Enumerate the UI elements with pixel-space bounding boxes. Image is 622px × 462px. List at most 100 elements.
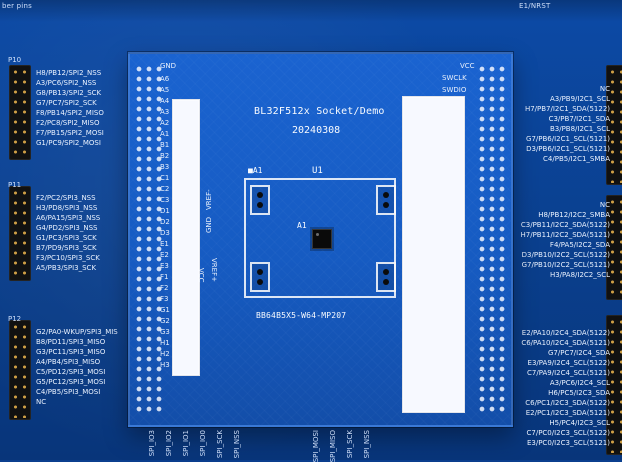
right-pin-list-g1: NC A3/PB9/I2C1_SCL H7/PB7/I2C1_SDA(5122)… [470,84,610,164]
board-pin-designator: H1 [160,339,170,347]
board-pin-designator: F1 [160,273,169,281]
board-pin-designator: H3 [160,361,170,369]
left-pin-label: H3/PD8/SPI3_NSS [36,204,98,212]
gnd-vertical-label: GND [205,216,213,233]
right-pin-label: C7/PC0/I2C3_SCL(5122) [526,429,611,437]
left-pin-label: A5/PB3/SPI3_SCK [36,264,97,272]
vcc-vertical-label: VCC [197,268,205,283]
board-pin-designator: A2 [160,119,170,127]
right-white-rail [402,96,465,413]
right-pin-label: B3/PB8/I2C1_SCL [549,125,610,133]
board-title: BL32F512x Socket/Demo [254,106,385,117]
right-pin-label: H7/PB7/I2C1_SDA(5122) [524,105,610,113]
bottom-signal-label: SPI_MISO [329,430,337,462]
left-pin-list-p12: G2/PA0-WKUP/SPI3_MIS B8/PD11/SPI3_MISO G… [36,327,156,407]
left-pin-label: A4/PB4/SPI3_MISO [36,358,101,366]
board-pin-designator: B3 [160,163,170,171]
top-left-label: ber pins [2,2,32,10]
board-pin-designator: E2 [160,251,169,259]
left-pin-label: B7/PD9/SPI3_SCK [36,244,97,252]
left-pin-label: F2/PC8/SPI2_MISO [36,119,100,127]
right-pin-list-g2: NC H8/PB12/I2C2_SMBA C3/PB11/I2C2_SDA(51… [470,200,611,280]
board-pin-designator: B1 [160,141,170,149]
right-pin-label: C3/PB11/I2C2_SDA(5122) [520,221,610,229]
left-pin-list-p10: H8/PB12/SPI2_NSS A3/PC6/SPI2_NSS G8/PB13… [36,68,156,148]
board-pin-designator: A1 [160,130,170,138]
left-pin-label: F2/PC2/SPI3_NSS [36,194,96,202]
right-pin-label: E3/PA9/I2C4_SCL(5122) [527,359,610,367]
right-pin-label: NC [599,201,610,209]
section-p11: P11 [8,181,22,189]
socket-outline [244,178,396,298]
bottom-signal-label: SPI_SCK [346,430,354,459]
bottom-signal-label: SPI_MOSI [312,430,320,462]
right-pin-label: E2/PC1/I2C3_SDA(5121) [525,409,610,417]
package-label: BB64B5X5-W64-MP207 [256,311,347,320]
left-pin-label: G5/PC12/SPI3_MOSI [36,378,106,386]
board-pin-designator: D3 [160,229,170,237]
board-pin-designator: H2 [160,350,170,358]
bottom-signal-label: SPI_IO2 [165,430,173,457]
right-pin-label: H7/PB11/I2C2_SDA(5121) [520,231,611,239]
board-pin-designator: C1 [160,174,170,182]
bottom-signal-label: SPI_NSS [233,430,241,459]
left-pin-label: C5/PD12/SPI3_MOSI [36,368,106,376]
board-gnd-label: GND [160,62,177,70]
left-pin-label: G2/PA0-WKUP/SPI3_MIS [36,328,118,336]
vref-plus-label: VREF+ [210,258,218,282]
board-pin-designator: G1 [160,306,170,314]
board-pin-designator: C3 [160,196,170,204]
board-pin-designator: D2 [160,218,170,226]
left-header-p10 [9,65,31,160]
board-right-pin-holes [477,64,507,412]
right-header-g1 [606,65,622,185]
left-pin-label: A6/PA15/SPI3_NSS [36,214,101,222]
board-left-pin-holes [134,64,164,412]
board-pin-designator: E1 [160,240,169,248]
right-pin-label: F4/PA5/I2C2_SDA [549,241,610,249]
left-pin-label: G1/PC3/SPI3_SCK [36,234,97,242]
right-pin-label: E2/PA10/I2C4_SDA(5122) [521,329,610,337]
right-pin-label: C7/PA9/I2C4_SCL(5121) [527,369,610,377]
board-pin-designator: A4 [160,97,170,105]
left-pin-label: F7/PB15/SPI2_MOSI [36,129,104,137]
chip-a1-label: A1 [297,221,307,230]
bottom-signal-label: SPI_NSS [363,430,371,459]
left-pin-label: F3/PC10/SPI3_SCK [36,254,100,262]
board-date: 20240308 [292,125,341,136]
right-pin-label: NC [599,85,610,93]
right-pin-label: A3/PC6/I2C4_SCL [549,379,610,387]
vref-minus-label: VREF- [205,189,213,210]
section-p12: P12 [8,315,22,323]
board-pin-designator: D1 [160,207,170,215]
board-pin-designator: F2 [160,284,169,292]
right-pin-label: A3/PB9/I2C1_SCL [549,95,610,103]
bottom-signal-label: SPI_SCK [216,430,224,459]
right-pin-list-g3: E2/PA10/I2C4_SDA(5122) C6/PA10/I2C4_SDA(… [470,328,610,448]
board-pin-designator: A6 [160,75,170,83]
board-pin-designator: B2 [160,152,170,160]
right-pin-label: G7/PB10/I2C2_SCL(5121) [521,261,610,269]
left-pin-label: NC [36,398,47,406]
right-pin-label: H3/PA8/I2C2_SCL [549,271,610,279]
right-pin-label: H5/PC4/I2C3_SCL [549,419,610,427]
bottom-signal-label: SPI_IO1 [182,430,190,457]
left-pin-label: F8/PB14/SPI2_MISO [36,109,104,117]
section-p10: P10 [8,56,22,64]
left-pin-list-p11: F2/PC2/SPI3_NSS H3/PD8/SPI3_NSS A6/PA15/… [36,193,156,273]
right-pin-label: G7/PC7/I2C4_SDA [547,349,610,357]
bottom-signal-label: SPI_IO0 [199,430,207,457]
left-white-rail [172,99,200,376]
board-pin-designator: A5 [160,86,170,94]
right-pin-label: H8/PB12/I2C2_SMBA [538,211,610,219]
left-pin-label: B8/PD11/SPI3_MISO [36,338,106,346]
left-pin-label: C4/PB5/SPI3_MOSI [36,388,101,396]
right-pin-label: H6/PC5/I2C3_SDA [548,389,610,397]
board-swclk-label: SWCLK [442,74,467,82]
socket-clip-bottom-right [376,262,396,292]
board-pin-designator: A3 [160,108,170,116]
pin-1-marker: ■A1 [248,166,263,175]
left-pin-label: G4/PD2/SPI3_NSS [36,224,98,232]
board-pin-designator: E3 [160,262,169,270]
left-pin-label: G3/PC11/SPI3_MISO [36,348,106,356]
